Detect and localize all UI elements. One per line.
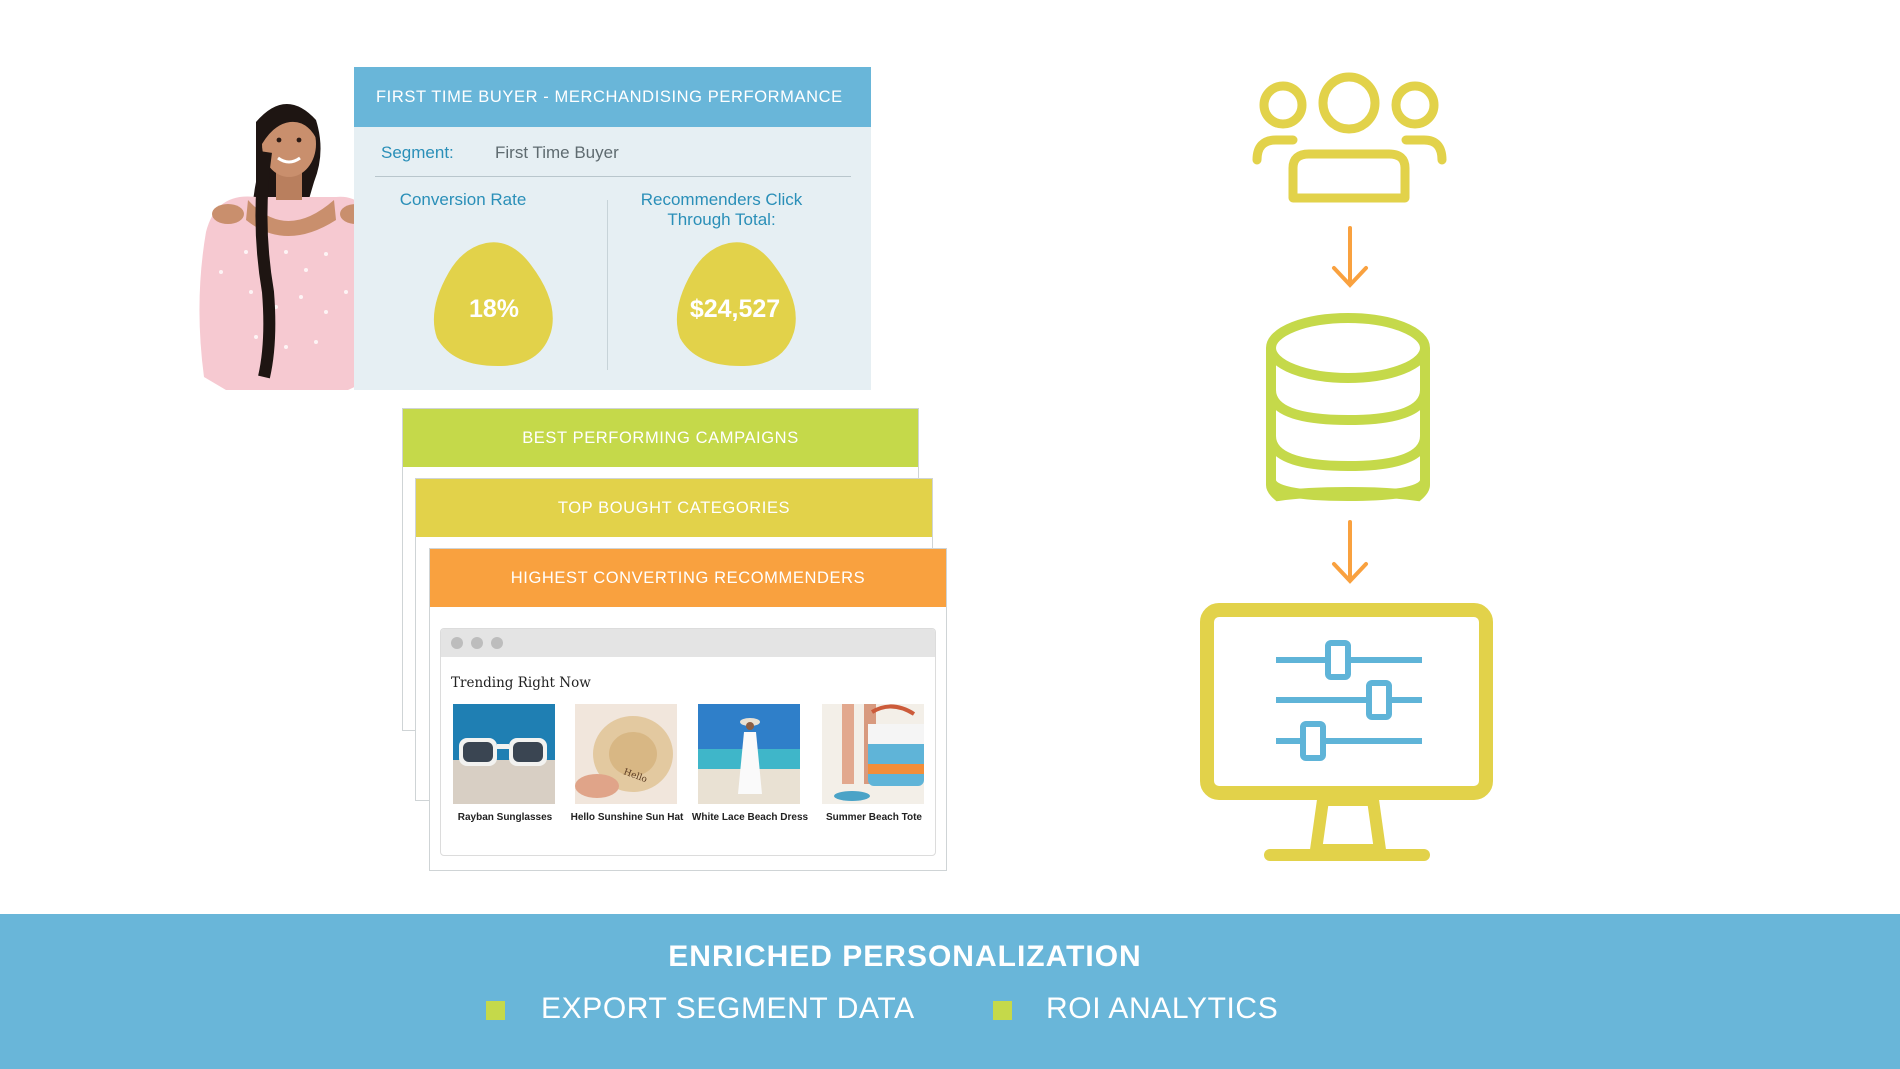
product-card[interactable]: White Lace Beach Dress (692, 704, 808, 823)
browser-preview: Trending Right Now Rayban Sunglasses Hel… (440, 628, 936, 856)
best-campaigns-title: BEST PERFORMING CAMPAIGNS (403, 409, 918, 467)
segment-label: Segment: (381, 143, 454, 162)
footer-title: ENRICHED PERSONALIZATION (668, 940, 1142, 973)
footer-bullet: EXPORT SEGMENT DATA (541, 992, 915, 1025)
product-name: Summer Beach Tote (826, 812, 922, 823)
click-through-label: Recommenders Click Through Total: (640, 190, 803, 229)
browser-toolbar (441, 629, 935, 657)
product-name: Rayban Sunglasses (457, 812, 553, 823)
database-icon (1266, 313, 1430, 502)
conversion-rate-value: 18% (468, 295, 520, 323)
window-dot-icon (491, 637, 503, 649)
product-card[interactable]: Hello Hello Sunshine Sun Hat (571, 704, 683, 823)
highest-recommenders-card: HIGHEST CONVERTING RECOMMENDERS Trending… (429, 548, 947, 871)
divider (375, 176, 851, 177)
window-dot-icon (451, 637, 463, 649)
conversion-rate-label: Conversion Rate (399, 190, 527, 209)
footer-banner: ENRICHED PERSONALIZATION EXPORT SEGMENT … (0, 914, 1900, 1069)
users-icon (1252, 72, 1447, 203)
conversion-rate-blob (433, 242, 553, 367)
sunglasses-image (453, 704, 555, 804)
click-through-blob (676, 242, 796, 367)
product-name: White Lace Beach Dress (691, 812, 809, 823)
arrow-down-icon (1332, 226, 1368, 288)
segment-value: First Time Buyer (495, 143, 619, 162)
divider (607, 200, 608, 370)
customer-photo (199, 103, 382, 390)
product-card[interactable]: Summer Beach Tote (822, 704, 926, 823)
top-categories-title: TOP BOUGHT CATEGORIES (416, 479, 932, 537)
card-title: FIRST TIME BUYER - MERCHANDISING PERFORM… (354, 67, 871, 127)
beach-tote-image (822, 704, 924, 804)
monitor-settings-icon (1200, 603, 1493, 861)
bullet-square-icon (486, 1001, 505, 1020)
click-through-value: $24,527 (689, 295, 781, 323)
window-dot-icon (471, 637, 483, 649)
beach-dress-image (698, 704, 800, 804)
arrow-down-icon (1332, 520, 1368, 584)
trending-heading: Trending Right Now (451, 675, 591, 691)
product-name: Hello Sunshine Sun Hat (570, 812, 684, 823)
merchandising-performance-card: FIRST TIME BUYER - MERCHANDISING PERFORM… (354, 67, 871, 390)
bullet-square-icon (993, 1001, 1012, 1020)
highest-recommenders-title: HIGHEST CONVERTING RECOMMENDERS (430, 549, 946, 607)
footer-bullet: ROI ANALYTICS (1046, 992, 1279, 1025)
sun-hat-image: Hello (575, 704, 677, 804)
product-card[interactable]: Rayban Sunglasses (453, 704, 557, 823)
data-flow-diagram (1200, 72, 1493, 861)
